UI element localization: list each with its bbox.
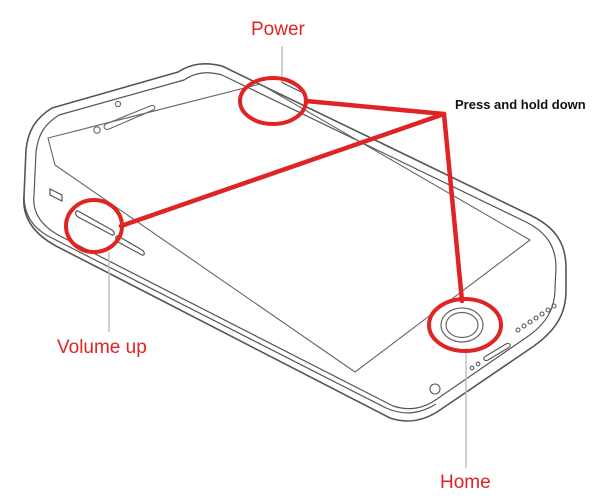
headphone-jack bbox=[429, 383, 441, 395]
volume-up-button bbox=[75, 210, 115, 236]
volume-highlight-circle bbox=[64, 198, 124, 254]
home-button bbox=[440, 307, 484, 343]
front-camera-icon bbox=[93, 126, 101, 134]
home-highlight-circle bbox=[427, 297, 503, 353]
bottom-ports bbox=[429, 303, 557, 395]
lightning-port bbox=[483, 342, 511, 362]
microphone-hole bbox=[475, 361, 481, 367]
callout-line-volume bbox=[118, 111, 447, 229]
callout-line-home bbox=[441, 111, 465, 304]
microphone-hole-2 bbox=[469, 365, 475, 371]
phone-outer-edge bbox=[23, 62, 567, 422]
callout-lines bbox=[118, 98, 465, 304]
label-leaders bbox=[108, 46, 467, 468]
earpiece bbox=[103, 104, 156, 130]
phone-side-edge bbox=[23, 195, 437, 414]
home-label: Home bbox=[440, 472, 491, 493]
volume-down-button bbox=[115, 235, 145, 256]
callout-line-power bbox=[303, 98, 447, 117]
instruction-label: Press and hold down bbox=[455, 97, 586, 112]
side-buttons bbox=[49, 79, 302, 256]
proximity-sensor-icon bbox=[114, 100, 122, 108]
power-highlight-circle bbox=[238, 76, 308, 126]
mute-switch bbox=[49, 188, 63, 202]
phone-screen bbox=[47, 83, 531, 373]
speaker-grille bbox=[515, 303, 557, 333]
callout-circles bbox=[64, 76, 503, 353]
volume-up-label: Volume up bbox=[57, 337, 147, 358]
phone-inner-bezel bbox=[33, 72, 557, 410]
phone-body bbox=[23, 62, 567, 422]
power-label: Power bbox=[251, 19, 305, 40]
